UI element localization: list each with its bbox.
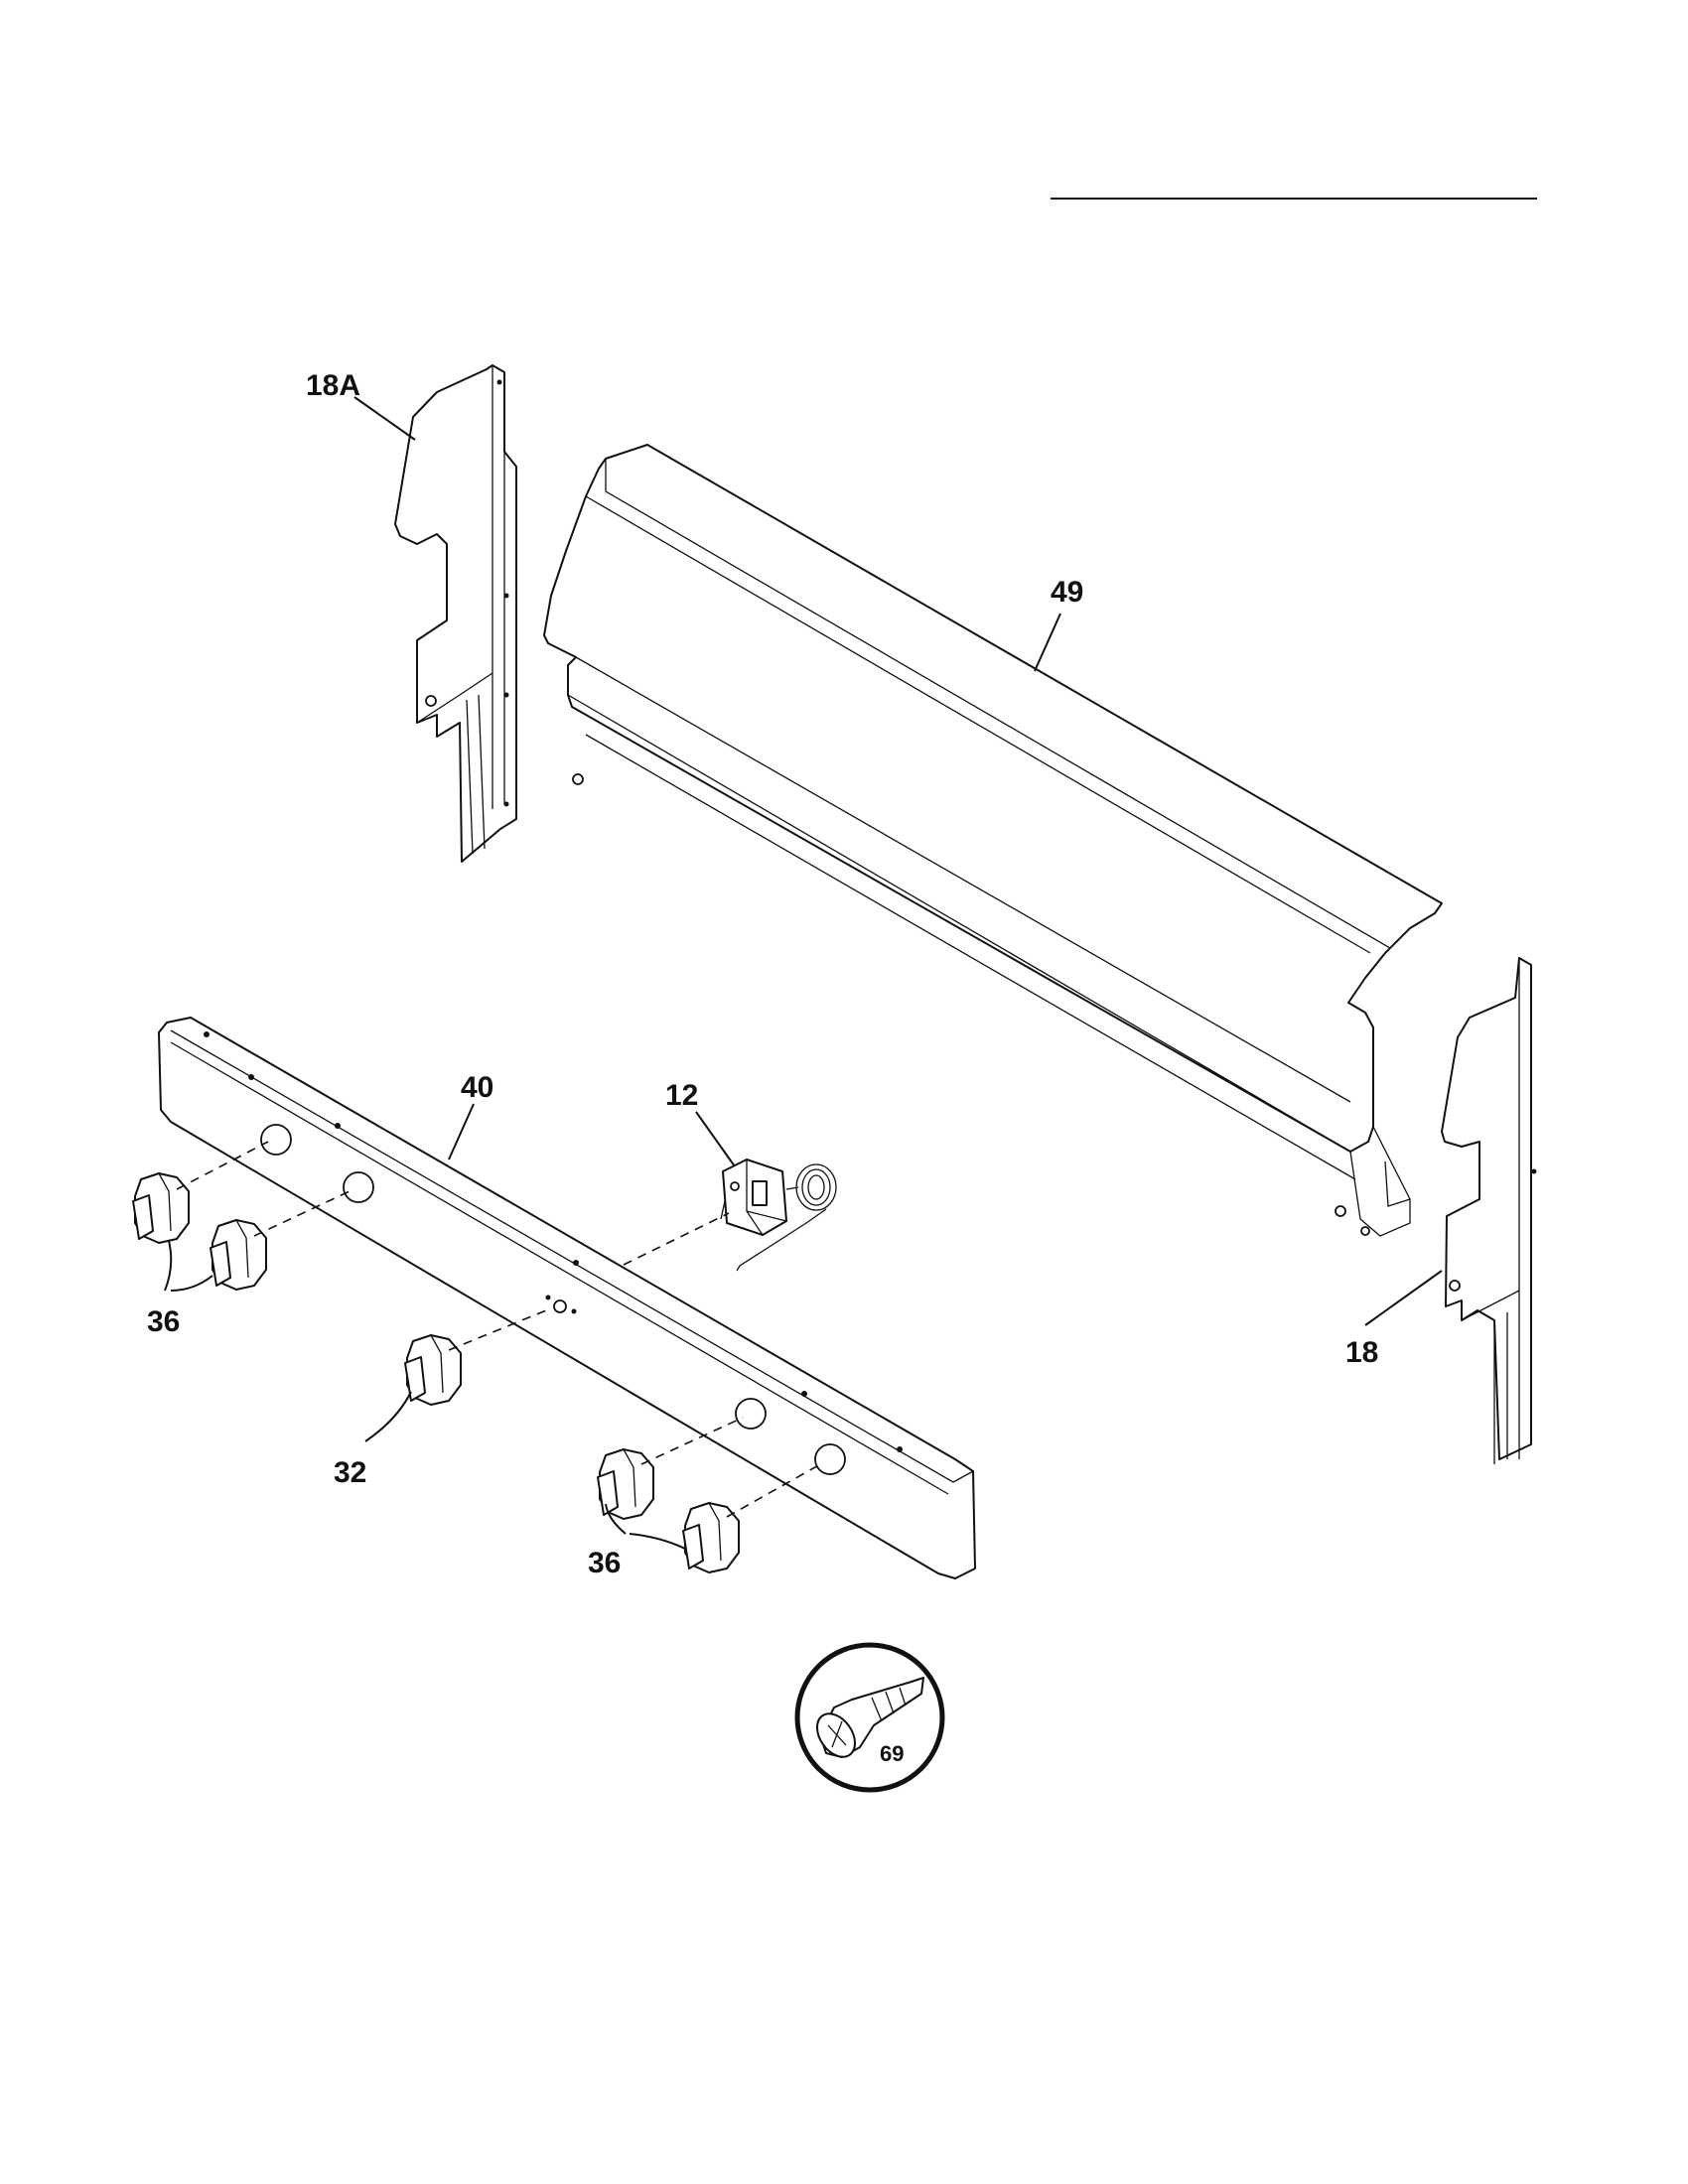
leader-32 [364, 1391, 412, 1442]
callout-36-left: 36 [147, 1305, 180, 1338]
callout-12: 12 [665, 1079, 698, 1112]
callout-18: 18 [1345, 1336, 1378, 1369]
knob-left-upper [132, 1172, 190, 1244]
assembly-line-knob-2 [253, 1190, 351, 1237]
screw-inset [794, 1642, 945, 1793]
assembly-line-thermostat [623, 1212, 730, 1266]
callout-40: 40 [461, 1071, 493, 1104]
control-panel [158, 1017, 976, 1579]
leader-36-left [164, 1240, 213, 1292]
callout-49: 49 [1051, 576, 1083, 609]
assembly-line-knob-5 [726, 1462, 823, 1518]
thermostat [720, 1159, 837, 1272]
backguard [543, 444, 1443, 1237]
assembly-line-knob-3 [448, 1307, 552, 1351]
leader-18A [353, 396, 416, 441]
knob-center [404, 1334, 462, 1406]
callout-36-right: 36 [588, 1547, 621, 1579]
assembly-line-knob-4 [640, 1417, 744, 1465]
callout-18A: 18A [306, 369, 360, 402]
leader-18 [1364, 1270, 1443, 1326]
leader-12 [695, 1111, 736, 1167]
knob-right-upper [597, 1448, 654, 1520]
leader-36-right [605, 1503, 686, 1550]
leader-49 [1034, 613, 1061, 672]
assembly-line-knob-1 [176, 1141, 269, 1190]
leader-40 [448, 1103, 475, 1160]
callout-69: 69 [880, 1741, 904, 1766]
callout-32: 32 [334, 1456, 366, 1489]
knob-left-lower [210, 1219, 267, 1291]
side-trim-left [394, 364, 517, 863]
side-trim-right [1441, 957, 1537, 1464]
knob-right-lower [682, 1502, 740, 1573]
